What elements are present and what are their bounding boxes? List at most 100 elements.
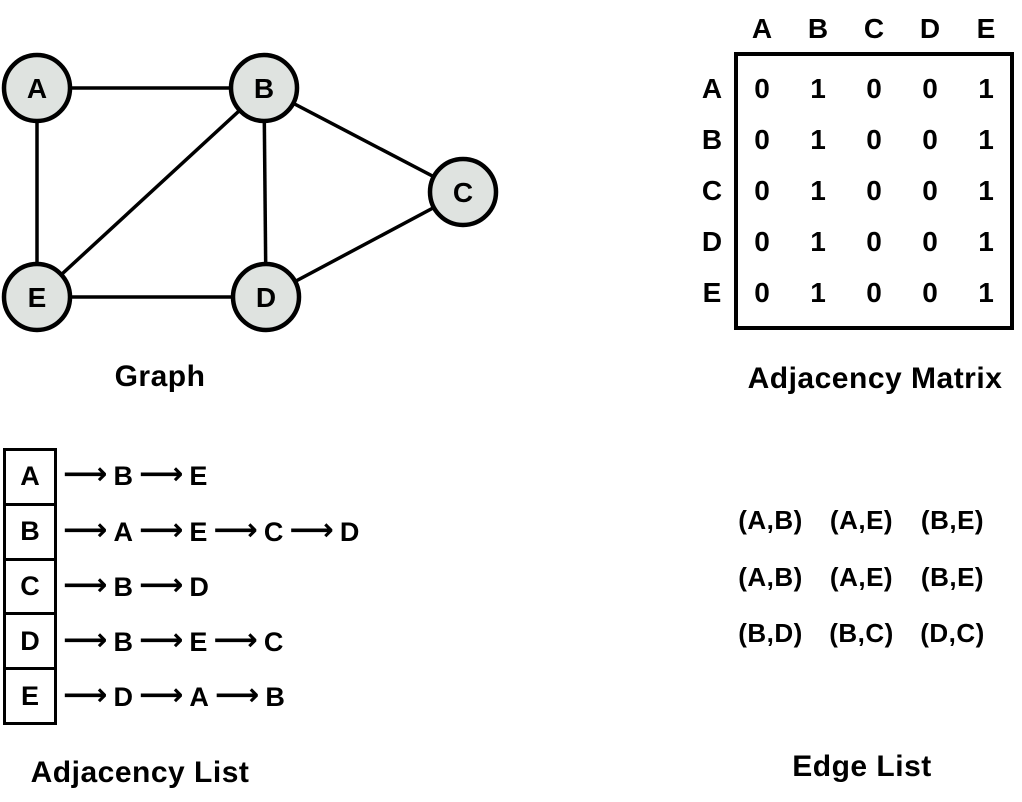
edge-list-title: Edge List bbox=[792, 750, 932, 783]
edge-pair: (A,B) bbox=[738, 504, 803, 535]
matrix-cell: 1 bbox=[810, 174, 826, 206]
adjacency-list-table: A B C D E bbox=[3, 448, 57, 725]
matrix-row-header: D bbox=[701, 225, 723, 257]
adjacency-list-chain-a: ⟶ B ⟶ E bbox=[63, 456, 207, 496]
node-b-circle bbox=[228, 52, 300, 124]
arrow-icon: ⟶ bbox=[289, 511, 334, 548]
neighbor-label: B bbox=[113, 626, 133, 657]
neighbor-label: E bbox=[189, 516, 208, 547]
matrix-cell: 1 bbox=[810, 123, 826, 155]
matrix-cell: 0 bbox=[922, 174, 938, 206]
matrix-cell: 1 bbox=[978, 276, 994, 308]
arrow-icon: ⟶ bbox=[138, 621, 184, 658]
neighbor-label: B bbox=[265, 681, 285, 712]
neighbor-label: D bbox=[189, 571, 209, 602]
matrix-cell: 0 bbox=[922, 123, 938, 155]
adjacency-list-node: D bbox=[6, 615, 54, 671]
edge-pair: (B,C) bbox=[829, 617, 894, 648]
matrix-cell: 0 bbox=[922, 225, 938, 257]
arrow-icon: ⟶ bbox=[214, 676, 260, 713]
arrow-icon: ⟶ bbox=[213, 621, 258, 658]
matrix-cell: 1 bbox=[978, 72, 994, 104]
matrix-cell: 1 bbox=[810, 225, 826, 257]
edge-pair: (B,E) bbox=[920, 504, 985, 535]
arrow-icon: ⟶ bbox=[63, 621, 108, 658]
matrix-cell: 0 bbox=[866, 276, 882, 308]
node-c-label: C bbox=[453, 177, 473, 208]
matrix-row-header: A bbox=[701, 72, 723, 104]
neighbor-label: A bbox=[189, 681, 209, 712]
matrix-cell: 0 bbox=[754, 72, 770, 104]
matrix-cell: 0 bbox=[922, 72, 938, 104]
neighbor-label: E bbox=[189, 626, 208, 657]
matrix-cell: 1 bbox=[978, 123, 994, 155]
matrix-border bbox=[734, 52, 1014, 330]
node-e-label: E bbox=[28, 282, 47, 313]
arrow-icon: ⟶ bbox=[138, 676, 184, 713]
adjacency-list-node: A bbox=[6, 451, 54, 506]
edge-list-row: (B,D) (B,C) (D,C) bbox=[728, 613, 995, 653]
neighbor-label: D bbox=[113, 681, 133, 712]
matrix-cell: 0 bbox=[754, 276, 770, 308]
matrix-col-header: A bbox=[751, 12, 773, 44]
arrow-icon: ⟶ bbox=[138, 511, 184, 548]
matrix-col-header: C bbox=[863, 12, 885, 44]
matrix-row-header: B bbox=[701, 123, 723, 155]
adjacency-list-node: B bbox=[6, 506, 54, 561]
matrix-cell: 0 bbox=[866, 123, 882, 155]
neighbor-label: E bbox=[189, 460, 208, 491]
edge-b-e bbox=[35, 86, 266, 299]
edge-pair: (A,B) bbox=[738, 561, 803, 592]
matrix-cell: 1 bbox=[978, 225, 994, 257]
matrix-cell: 0 bbox=[866, 225, 882, 257]
matrix-row-header: E bbox=[702, 276, 722, 308]
neighbor-label: C bbox=[263, 516, 284, 547]
matrix-cell: 0 bbox=[866, 174, 882, 206]
neighbor-label: D bbox=[339, 516, 360, 547]
matrix-cell: 1 bbox=[978, 174, 994, 206]
edge-pair: (B,E) bbox=[920, 561, 985, 592]
node-a-circle bbox=[1, 52, 73, 124]
edge-pair: (D,C) bbox=[920, 617, 985, 648]
neighbor-label: B bbox=[113, 460, 133, 491]
adjacency-list-chain-e: ⟶ D ⟶ A ⟶ B bbox=[63, 677, 285, 717]
matrix-cell: 0 bbox=[754, 123, 770, 155]
matrix-cell: 1 bbox=[810, 276, 826, 308]
matrix-col-header: D bbox=[919, 12, 941, 44]
matrix-col-header: B bbox=[807, 12, 829, 44]
matrix-cell: 0 bbox=[754, 225, 770, 257]
edge-list-row: (A,B) (A,E) (B,E) bbox=[728, 557, 995, 597]
edge-pair: (B,D) bbox=[738, 617, 803, 648]
adjacency-list-node: E bbox=[20, 680, 39, 711]
adjacency-list-chain-b: ⟶ A ⟶ E ⟶ C ⟶ D bbox=[63, 512, 359, 552]
graph-title: Graph bbox=[114, 360, 206, 393]
matrix-cell: 0 bbox=[866, 72, 882, 104]
edge-pair: (A,E) bbox=[829, 504, 894, 535]
matrix-cell: 0 bbox=[754, 174, 770, 206]
node-b-label: B bbox=[254, 73, 274, 104]
adjacency-matrix-title: Adjacency Matrix bbox=[747, 362, 1003, 395]
adjacency-list-chain-c: ⟶ B ⟶ D bbox=[63, 567, 209, 607]
arrow-icon: ⟶ bbox=[213, 511, 258, 548]
matrix-cell: 0 bbox=[922, 276, 938, 308]
edge-list-row: (A,B) (A,E) (B,E) bbox=[728, 500, 995, 540]
neighbor-label: C bbox=[263, 626, 284, 657]
matrix-row-header: C bbox=[701, 174, 723, 206]
edge-b-c bbox=[263, 86, 464, 194]
adjacency-list-title: Adjacency List bbox=[30, 756, 250, 789]
node-e-circle bbox=[1, 261, 73, 333]
neighbor-label: A bbox=[113, 516, 133, 547]
arrow-icon: ⟶ bbox=[63, 566, 108, 603]
arrow-icon: ⟶ bbox=[63, 455, 108, 492]
matrix-col-header: E bbox=[976, 12, 996, 44]
neighbor-label: B bbox=[113, 571, 133, 602]
edge-pair: (A,E) bbox=[829, 561, 894, 592]
node-a-label: A bbox=[27, 73, 47, 104]
graph-diagram: A B C D E bbox=[1, 52, 499, 333]
adjacency-matrix: A B C D E A B C D E 0 1 0 0 1 0 1 0 0 1 … bbox=[690, 5, 1014, 330]
arrow-icon: ⟶ bbox=[63, 511, 108, 548]
node-d-circle bbox=[230, 261, 302, 333]
arrow-icon: ⟶ bbox=[138, 455, 184, 492]
edge-d-c bbox=[265, 190, 464, 299]
arrow-icon: ⟶ bbox=[63, 676, 108, 713]
